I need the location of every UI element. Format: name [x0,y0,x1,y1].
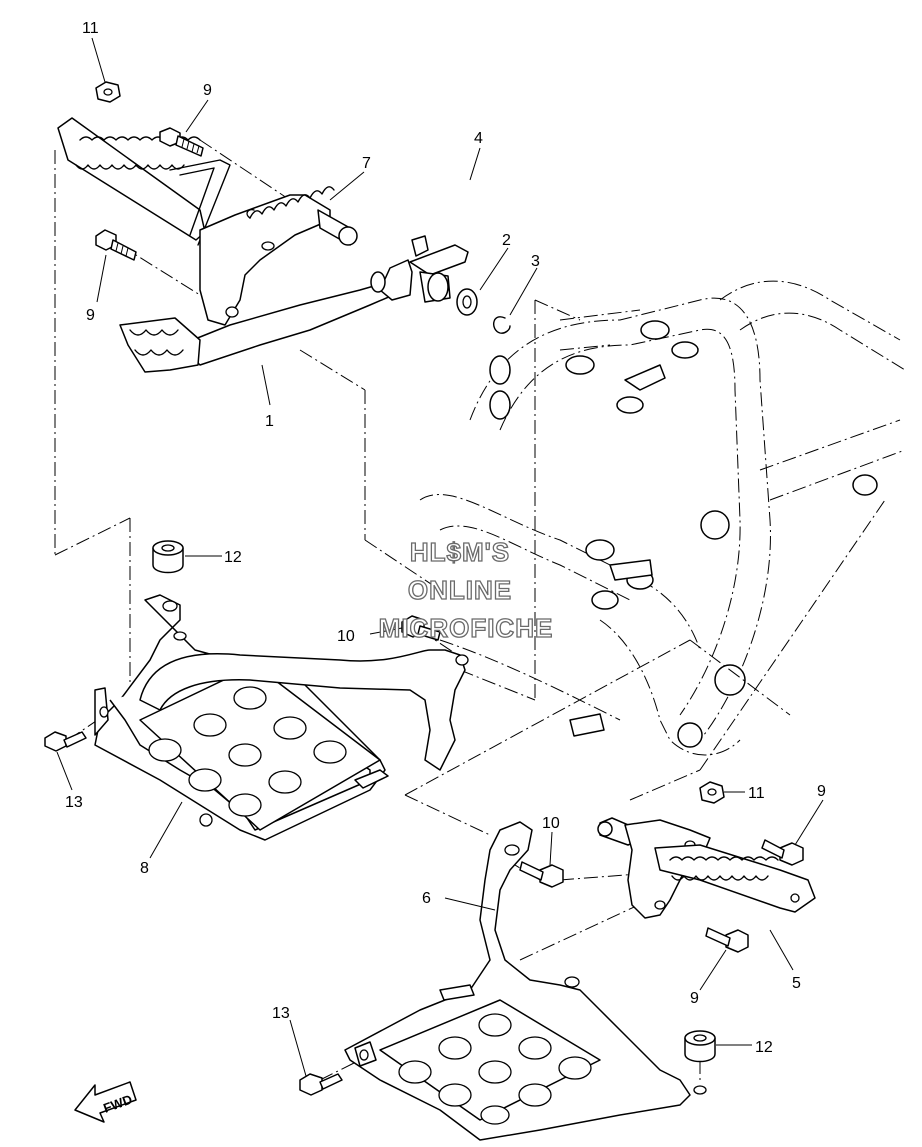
watermark: HL$M'S ONLINE MICROFICHE [378,536,554,643]
footrest-plate-left [94,594,469,841]
frame-outline [419,280,906,756]
watermark-line-1: HL$M'S [410,537,510,567]
callout-9c: 9 [817,783,826,800]
callout-9d: 9 [690,990,699,1007]
clip-3 [493,316,511,334]
callout-10b: 10 [542,815,560,832]
callout-4: 4 [474,130,483,147]
callout-1: 1 [265,413,274,430]
bolt-9-right [761,839,804,866]
callout-5: 5 [792,975,801,992]
callout-9b: 9 [86,307,95,324]
leader-lines [56,37,824,1077]
bolt-10-lower [519,861,564,888]
callout-8: 8 [140,860,149,877]
callout-6: 6 [422,890,431,907]
callout-3: 3 [531,253,540,270]
nut-11-upper [95,81,121,103]
damper-12-upper [152,540,184,574]
bolt-9-mid [95,229,137,261]
callout-11a: 11 [82,20,99,37]
brake-pedal [119,235,469,373]
callout-12a: 12 [224,549,242,566]
nut-11-lower [699,781,725,804]
spring-4 [246,186,335,219]
bolt-13-right [299,1073,343,1096]
callout-7: 7 [362,155,371,172]
callout-9a: 9 [203,82,212,99]
footrest-bracket-right [597,817,816,919]
fwd-arrow-icon: FWD [74,1081,137,1123]
callout-11b: 11 [748,785,765,802]
callouts: 11 9 7 4 2 3 9 1 12 10 13 8 10 11 9 6 5 … [65,20,826,1056]
footrest-bracket-left [57,117,358,326]
bolt-9-lower [705,927,749,953]
footrest-plate-right [344,821,691,1141]
watermark-line-3: MICROFICHE [379,613,554,643]
callout-10a: 10 [337,628,355,645]
damper-12-lower [684,1030,716,1095]
callout-13b: 13 [272,1005,290,1022]
callout-13a: 13 [65,794,83,811]
callout-2: 2 [502,232,511,249]
bolt-13-left [44,731,87,752]
washer-2 [456,288,478,316]
watermark-line-2: ONLINE [408,575,512,605]
bolt-9-upper [159,127,204,157]
bolt-10-upper [401,615,441,641]
callout-12b: 12 [755,1039,773,1056]
